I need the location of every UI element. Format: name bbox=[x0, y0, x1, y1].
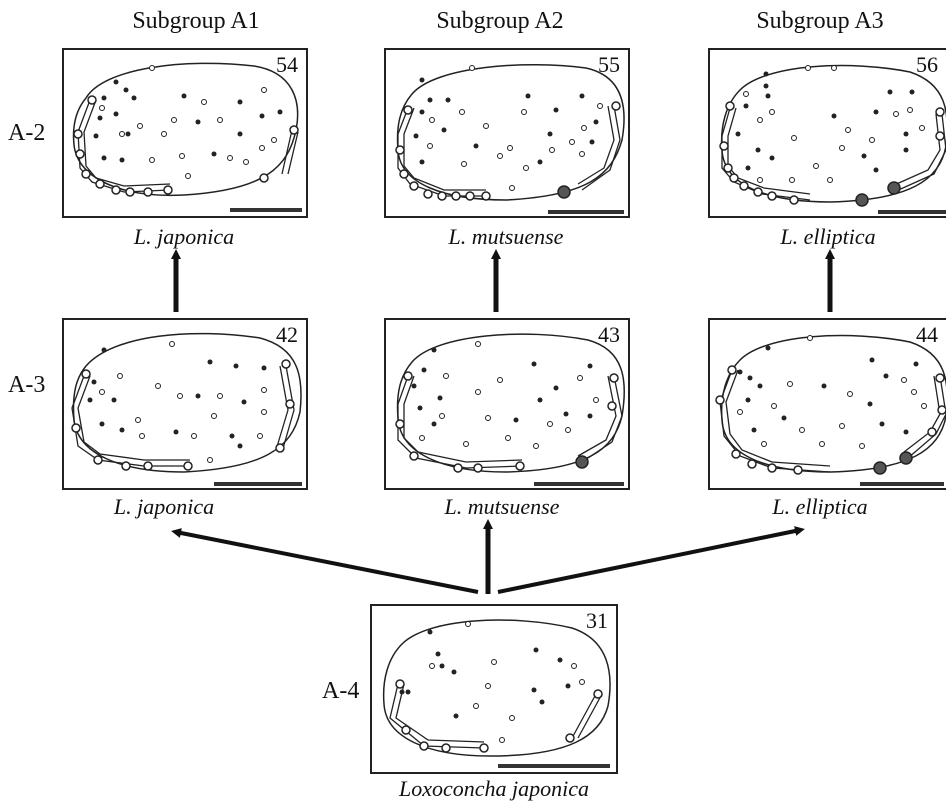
carapace-outline-31 bbox=[382, 619, 611, 757]
carapace-outline-44 bbox=[715, 334, 946, 475]
carapace-outline-54 bbox=[72, 62, 299, 197]
scale-bar bbox=[498, 764, 610, 768]
scale-bar bbox=[230, 208, 302, 212]
species-label-44: L. elliptica bbox=[772, 494, 868, 519]
species-label-55: L. mutsuense bbox=[448, 224, 564, 249]
row-label-a3: A-3 bbox=[8, 372, 46, 398]
species-label-54: L. japonica bbox=[133, 224, 235, 249]
carapace-outline-56 bbox=[719, 64, 946, 207]
header-subgroup-a3: Subgroup A3 bbox=[756, 8, 884, 34]
species-label-43: L. mutsuense bbox=[444, 494, 560, 519]
species-label-56: L. elliptica bbox=[780, 224, 876, 249]
species-label-31: Loxoconcha japonica bbox=[398, 776, 590, 801]
carapace-panel-54: 54 bbox=[62, 48, 308, 218]
carapace-outline-55 bbox=[395, 64, 625, 201]
carapace-outline-43 bbox=[395, 333, 625, 473]
header-subgroup-a2: Subgroup A2 bbox=[436, 8, 564, 34]
row-label-a2: A-2 bbox=[8, 120, 46, 146]
panel-number: 55 bbox=[598, 52, 620, 77]
scale-bar bbox=[548, 210, 624, 214]
arrow-a4-to-a3-a1 bbox=[171, 528, 479, 594]
scale-bar bbox=[878, 210, 946, 214]
panel-number: 43 bbox=[598, 322, 620, 347]
carapace-outline-42 bbox=[71, 332, 302, 473]
panel-number: 54 bbox=[276, 52, 298, 77]
panel-number: 56 bbox=[916, 52, 938, 77]
panel-number: 31 bbox=[586, 608, 608, 633]
arrow-a4-to-a3-a3 bbox=[497, 526, 805, 594]
scale-bar bbox=[860, 482, 944, 486]
carapace-panel-31: 31 bbox=[370, 604, 618, 774]
species-label-42: L. japonica bbox=[113, 494, 215, 519]
carapace-panel-56: 56 bbox=[708, 48, 946, 218]
scale-bar bbox=[214, 482, 302, 486]
panel-number: 42 bbox=[276, 322, 298, 347]
row-label-a4: A-4 bbox=[322, 678, 360, 704]
carapace-panel-44: 44 bbox=[708, 318, 946, 490]
carapace-panel-55: 55 bbox=[384, 48, 630, 218]
carapace-panel-43: 43 bbox=[384, 318, 630, 490]
panel-number: 44 bbox=[916, 322, 938, 347]
scale-bar bbox=[534, 482, 624, 486]
header-subgroup-a1: Subgroup A1 bbox=[132, 8, 260, 34]
carapace-panel-42: 42 bbox=[62, 318, 308, 490]
